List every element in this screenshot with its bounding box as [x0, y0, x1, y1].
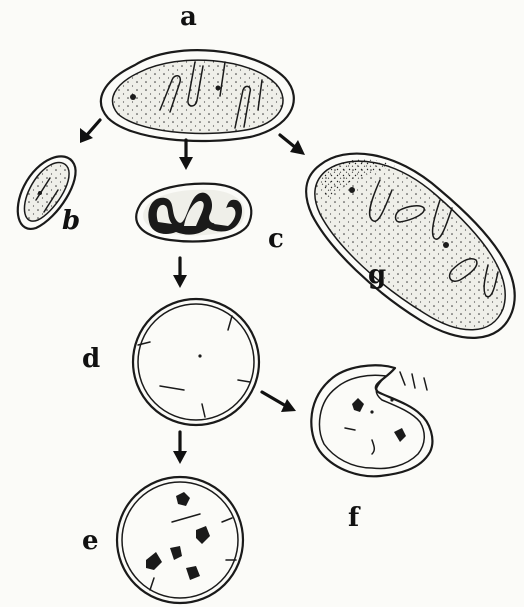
label-f: f: [348, 505, 359, 531]
mitochondrion-a: [101, 50, 294, 141]
mitochondrion-c: [136, 184, 251, 242]
label-a: a: [180, 4, 197, 30]
arrow-a-to-c: [179, 140, 193, 170]
mitochondrion-g: [306, 154, 515, 338]
label-g: g: [368, 262, 386, 288]
mitochondrion-e: [117, 477, 243, 603]
arrow-a-to-b: [80, 120, 100, 143]
label-e: e: [82, 528, 99, 554]
mitochondrion-f: [311, 365, 432, 476]
label-d: d: [82, 346, 100, 372]
arrow-a-to-g: [280, 135, 305, 155]
arrow-d-to-e: [173, 432, 187, 464]
label-c: c: [268, 226, 284, 252]
arrow-c-to-d: [173, 258, 187, 288]
mitochondrion-d: [133, 299, 259, 425]
arrow-d-to-f: [262, 392, 296, 412]
label-b: b: [62, 208, 80, 234]
